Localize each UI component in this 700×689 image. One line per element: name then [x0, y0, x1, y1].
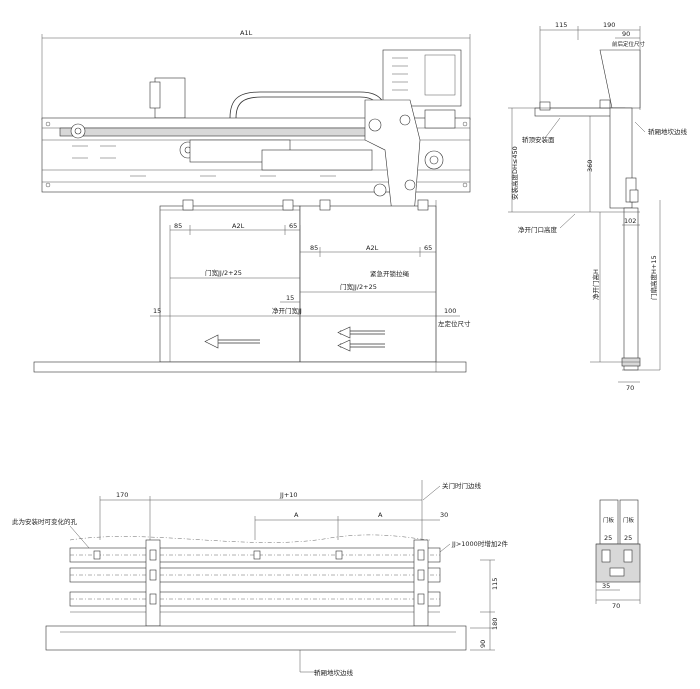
dim-115-side: 115 [555, 21, 567, 29]
label-sill-line: 轿厢地坎边线 [648, 127, 688, 136]
dim-180: 180 [491, 618, 499, 630]
dim-a-right: A [378, 511, 383, 519]
dim-102: 102 [624, 217, 636, 225]
label-front-position: 前后定位尺寸 [612, 40, 646, 48]
dim-35: 35 [602, 582, 610, 590]
label-emergency-rope: 紧急开锁拉绳 [370, 269, 410, 278]
sill [33, 361, 467, 373]
dim-25-left: 25 [604, 534, 612, 542]
dim-65-right: 65 [424, 244, 432, 252]
dim-half-width-right: 门宽JJ/2+25 [340, 282, 377, 291]
dim-170: 170 [116, 491, 128, 499]
label-extra-piece: JJ>1000时增加2件 [451, 539, 508, 548]
dim-25-right: 25 [624, 534, 632, 542]
side-view: 115 190 90 前后定位尺寸 安装高度DH≤450 360 102 [508, 21, 688, 392]
dim-jj10: JJ+10 [279, 491, 298, 499]
label-door-panel-left: 门板 [603, 516, 615, 524]
label-clear-door-top: 净开门口高度 [518, 225, 558, 234]
dim-install-height: 安装高度DH≤450 [510, 146, 519, 200]
dim-70-section: 70 [612, 602, 620, 610]
label-door-close-line: 关门时门边线 [442, 481, 482, 490]
dim-a2l-left: A2L [232, 222, 245, 230]
dim-90-side: 90 [622, 30, 630, 38]
car-sill-plate [45, 625, 467, 651]
dim-clear-height: 净开门高H [591, 269, 600, 300]
dim-a2l-right: A2L [366, 244, 379, 252]
dim-115-bottom: 115 [491, 578, 499, 590]
dim-15-left: 15 [153, 307, 161, 315]
dim-360: 360 [586, 160, 594, 172]
side-door-panel [623, 207, 639, 371]
dim-a1l: A1L [240, 29, 253, 37]
label-door-panel-right: 门板 [623, 516, 635, 524]
bottom-view: 170 JJ+10 A A 30 关门时门边线 此为安装时可变化的孔 JJ>10… [12, 480, 508, 677]
label-sill-surface: 轿顶安装面 [522, 135, 555, 144]
open-arrow-right [337, 326, 385, 352]
motor-cable [229, 91, 386, 119]
dim-85-left: 85 [174, 222, 182, 230]
dim-clear-width: 净开门宽JJ [272, 306, 302, 315]
open-arrow-left [204, 334, 260, 349]
side-housing [599, 49, 641, 109]
dim-70-side: 70 [626, 384, 634, 392]
dim-65-left: 65 [289, 222, 297, 230]
dim-a-left: A [294, 511, 299, 519]
section-view: 门板 门板 25 25 35 70 [595, 499, 641, 610]
label-sill-edge: 轿厢地坎边线 [314, 668, 354, 677]
control-box [382, 49, 462, 107]
right-door-panel [299, 205, 437, 363]
dim-15-mid: 15 [286, 294, 294, 302]
label-left-position: 左定位尺寸 [438, 319, 471, 328]
dim-half-width-left: 门宽JJ/2+25 [205, 268, 242, 277]
dim-100: 100 [444, 307, 456, 315]
right-hanger [261, 149, 373, 171]
dim-30: 30 [440, 511, 448, 519]
front-view: A1L [33, 29, 471, 373]
dim-door-height: 门扇高度H+15 [649, 255, 658, 300]
dim-85-right: 85 [310, 244, 318, 252]
dim-190-side: 190 [603, 21, 615, 29]
label-variable-holes: 此为安装时可变化的孔 [12, 517, 78, 526]
dim-90-bottom: 90 [479, 640, 487, 648]
